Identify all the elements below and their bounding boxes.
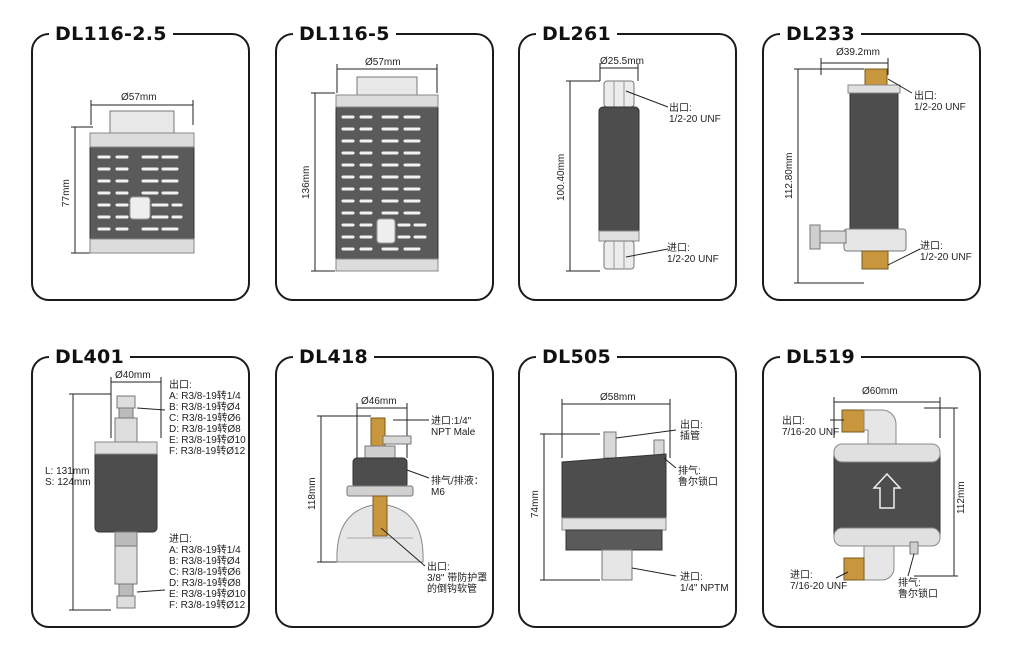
dimension-height: 118mm: [307, 477, 318, 510]
dimension-diameter: Ø58mm: [600, 392, 636, 403]
product-card-dl116-2-5: DL116-2.5 Ø57mm 77mm: [31, 21, 250, 301]
product-model-title: DL401: [49, 344, 131, 370]
outlet-spec: 出口:3/8" 带防护罩的倒钩软管: [427, 562, 488, 595]
dl261-drawing: [566, 63, 669, 272]
dimension-diameter: Ø57mm: [121, 92, 157, 103]
inlet-spec: 进口:7/16-20 UNF: [790, 570, 848, 592]
dimension-height: 112mm: [956, 481, 967, 514]
dimension-height: 77mm: [61, 179, 72, 207]
dimension-diameter: Ø40mm: [115, 370, 151, 381]
product-card-dl116-5: DL116-5 Ø57mm 136mm: [275, 21, 494, 301]
dimension-diameter: Ø46mm: [361, 396, 397, 407]
product-model-title: DL116-2.5: [49, 21, 173, 47]
product-model-title: DL233: [780, 21, 862, 47]
dimension-height: 100.40mm: [556, 153, 567, 201]
dl116-2-5-drawing: [71, 100, 195, 254]
outlet-spec: 出口:1/2-20 UNF: [669, 103, 721, 125]
product-model-title: DL116-5: [293, 21, 396, 47]
outlet-spec: 出口:7/16-20 UNF: [782, 416, 840, 438]
dimension-diameter: Ø39.2mm: [836, 47, 880, 58]
outlet-spec: 出口:插管: [680, 420, 703, 442]
dl418-drawing: [317, 403, 430, 567]
product-card-dl519: DL519 Ø60mm 112mm 出口:7/16-20 UNF 进口:7/16…: [762, 344, 981, 628]
inlet-spec: 进口:1/2-20 UNF: [920, 241, 972, 263]
dimension-height: 112.80mm: [784, 152, 795, 199]
product-model-title: DL418: [293, 344, 375, 370]
product-card-dl261: DL261 Ø25.5mm 100.40mm 出口:1/2-20 UNF 进口:…: [518, 21, 737, 301]
product-model-title: DL505: [536, 344, 618, 370]
product-card-dl505: DL505 Ø58mm 74mm 出口:插管 排气:鲁尔锁口 进口:1/4" N…: [518, 344, 737, 628]
product-card-dl418: DL418 Ø46mm 118mm 进口:1/4"NPT Male 排气/排液：…: [275, 344, 494, 628]
product-card-dl233: DL233 Ø39.2mm 112.80mm 出口:1/2-20 UNF 进口:…: [762, 21, 981, 301]
dl116-5-drawing: [311, 64, 439, 272]
inlet-spec: 进口:1/2-20 UNF: [667, 243, 719, 265]
product-model-title: DL519: [780, 344, 862, 370]
dimension-diameter: Ø25.5mm: [600, 56, 644, 67]
exhaust-spec: 排气:鲁尔锁口: [678, 466, 718, 488]
exhaust-spec: 排气:鲁尔锁口: [898, 578, 938, 600]
dl233-drawing: [794, 58, 921, 284]
dl401-drawing: [69, 377, 166, 611]
inlet-spec: 进口:1/4" NPTM: [680, 572, 729, 594]
dimension-height: 74mm: [530, 490, 541, 518]
dimension-diameter: Ø57mm: [365, 57, 401, 68]
exhaust-spec: 排气/排液：M6: [431, 476, 484, 498]
dimension-height: 136mm: [301, 165, 312, 199]
dimension-diameter: Ø60mm: [862, 386, 898, 397]
outlet-spec: 出口:1/2-20 UNF: [914, 91, 966, 113]
dl519-drawing: [830, 397, 958, 581]
inlet-spec: 进口:1/4"NPT Male: [431, 416, 476, 438]
product-model-title: DL261: [536, 21, 618, 47]
dl505-drawing: [540, 399, 677, 581]
